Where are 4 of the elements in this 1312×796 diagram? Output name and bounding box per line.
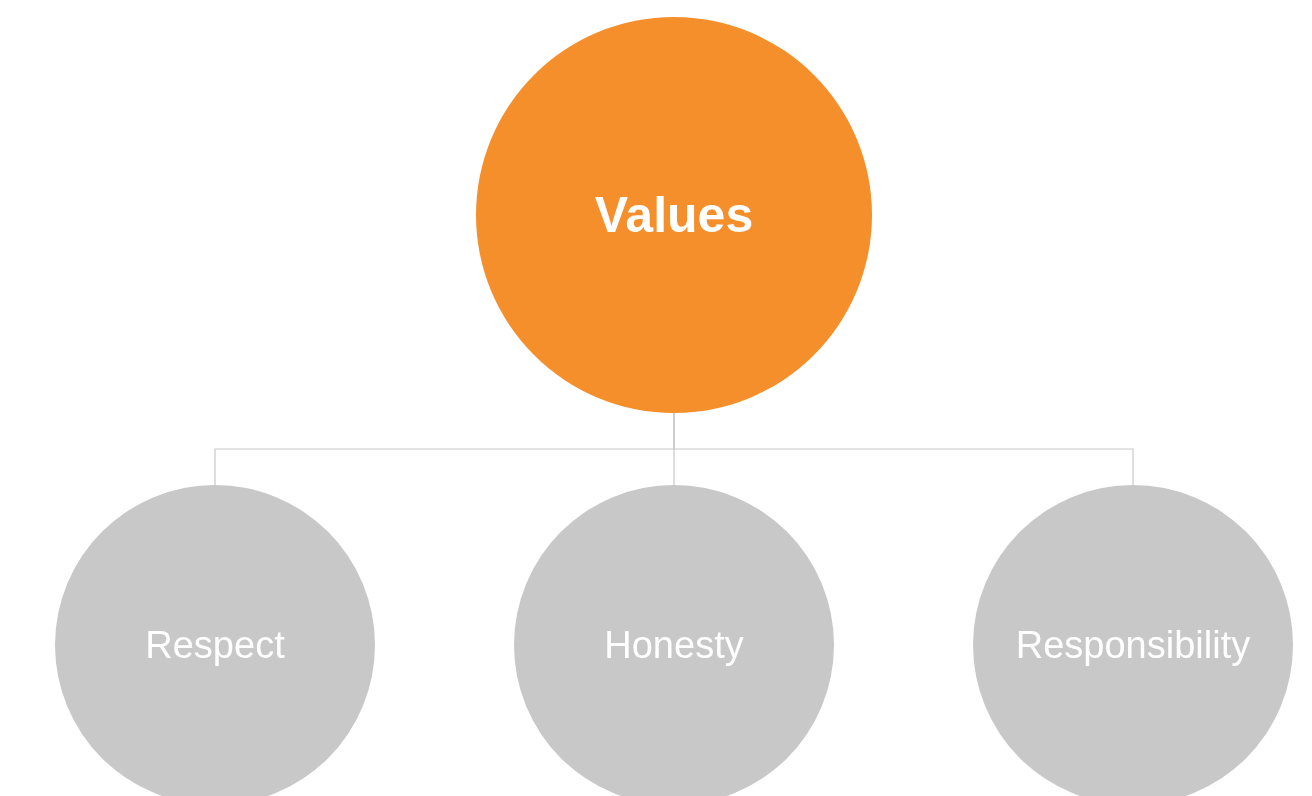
node-label: Respect (145, 623, 285, 667)
node-label: Values (594, 186, 754, 244)
node-label: Responsibility (1015, 623, 1251, 667)
node-label: Honesty (604, 623, 744, 667)
